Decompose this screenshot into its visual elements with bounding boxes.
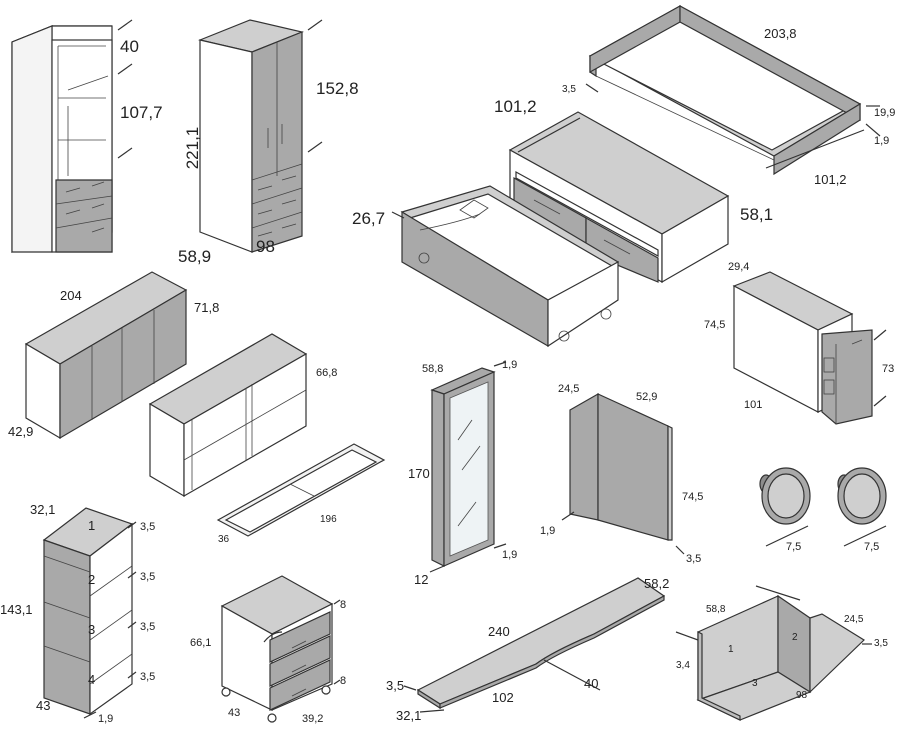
bed-height-dim: 19,9 xyxy=(874,107,895,119)
shelf-label-1: 1 xyxy=(88,518,95,533)
frame-depth-dim: 36 xyxy=(218,534,230,545)
chest-top-dim: 29,4 xyxy=(728,261,749,273)
tray-lip-dim: 3,5 xyxy=(874,638,888,649)
tray-compartment-2: 2 xyxy=(792,632,798,643)
knob-right-dim: 7,5 xyxy=(864,541,879,553)
bed-frame: 203,8 3,5 19,9 1,9 101,2 xyxy=(562,4,895,187)
bookcase-base-dim: 1,9 xyxy=(98,713,113,725)
panel-side-dim: 24,5 xyxy=(558,383,579,395)
trundle-bed: 101,2 58,1 26,7 xyxy=(352,97,773,348)
shelf-frame: 36 196 xyxy=(216,443,386,545)
bed-thickness-dim: 1,9 xyxy=(874,135,889,147)
shelf-height-dim: 66,8 xyxy=(316,367,337,379)
drawer-width-dim: 39,2 xyxy=(302,713,323,725)
desk-top: 240 58,2 102 40 3,5 32,1 xyxy=(386,576,669,723)
tray-compartment-3: 3 xyxy=(752,678,758,689)
drawer-top-dim: 8 xyxy=(340,599,346,611)
sideboard-depth-dim: 42,9 xyxy=(8,424,33,439)
panel-thickness-dim: 1,9 xyxy=(540,525,555,537)
wardrobe-depth-dim: 58,9 xyxy=(178,247,211,266)
knob-left-dim: 7,5 xyxy=(786,541,801,553)
panel-leg-dim: 3,5 xyxy=(686,553,701,565)
tray-height-dim: 3,4 xyxy=(676,660,690,671)
wardrobe-height-dim: 221,1 xyxy=(183,127,202,170)
wardrobe-open-middle-dim: 107,7 xyxy=(120,103,163,122)
open-shelf: 66,8 xyxy=(148,333,337,498)
trundle-height-dim: 26,7 xyxy=(352,209,385,228)
panel-front-dim: 52,9 xyxy=(636,391,657,403)
sideboard-height-dim: 71,8 xyxy=(194,300,219,315)
bookcase-height-dim: 143,1 xyxy=(0,602,33,617)
mirror: 58,8 1,9 170 12 1,9 xyxy=(408,359,517,587)
knobs: 7,5 7,5 xyxy=(759,467,887,553)
tray-side-dim: 24,5 xyxy=(844,614,864,625)
desktop-return-dim: 102 xyxy=(492,690,514,705)
tray-compartment-1: 1 xyxy=(728,644,734,655)
shelf-gap-1: 3,5 xyxy=(140,521,155,533)
bookcase: 1 2 3 4 32,1 143,1 43 3,5 3,5 3,5 3,5 1,… xyxy=(0,502,155,725)
panel-height-dim: 74,5 xyxy=(682,491,703,503)
shelf-label-3: 3 xyxy=(88,622,95,637)
desktop-width-dim: 58,2 xyxy=(644,576,669,591)
trundle-depth-dim: 58,1 xyxy=(740,205,773,224)
bed-edge-dim: 3,5 xyxy=(562,84,576,95)
shelf-label-4: 4 xyxy=(88,672,95,687)
sideboard: 204 71,8 42,9 xyxy=(8,271,219,440)
desktop-end-dim: 32,1 xyxy=(396,708,421,723)
corner-panel: 24,5 52,9 74,5 1,9 3,5 xyxy=(540,383,703,565)
desktop-length-dim: 240 xyxy=(488,624,510,639)
chest-width-dim: 101 xyxy=(744,399,762,411)
shelf-gap-4: 3,5 xyxy=(140,671,155,683)
bookcase-depth-dim: 43 xyxy=(36,698,50,713)
shelf-label-2: 2 xyxy=(88,572,95,587)
mirror-frame-bottom-dim: 1,9 xyxy=(502,549,517,561)
frame-length-dim: 196 xyxy=(320,514,337,525)
drawer-height-dim: 66,1 xyxy=(190,637,211,649)
tray-depth-dim: 98 xyxy=(796,690,808,701)
drawer-depth-dim: 43 xyxy=(228,707,240,719)
wardrobe-upper-dim: 152,8 xyxy=(316,79,359,98)
mirror-depth-dim: 12 xyxy=(414,572,428,587)
bed-length-dim: 203,8 xyxy=(764,26,797,41)
mirror-frame-top-dim: 1,9 xyxy=(502,359,517,371)
shelf-gap-2: 3,5 xyxy=(140,571,155,583)
open-wardrobe: 40 107,7 xyxy=(11,19,163,253)
drawer-base-dim: 8 xyxy=(340,675,346,687)
chest-depth-dim: 74,5 xyxy=(704,319,725,331)
closed-wardrobe: 152,8 221,1 58,9 98 xyxy=(178,19,359,266)
desktop-depth-dim: 40 xyxy=(584,676,598,691)
desktop-thickness-dim: 3,5 xyxy=(386,678,404,693)
mirror-height-dim: 170 xyxy=(408,466,430,481)
sideboard-width-dim: 204 xyxy=(60,288,82,303)
trundle-width-dim: 101,2 xyxy=(494,97,537,116)
drawer-unit: 8 66,1 8 43 39,2 xyxy=(190,575,346,725)
mirror-width-dim: 58,8 xyxy=(422,363,443,375)
chest-height-dim: 73 xyxy=(882,363,894,375)
desk-chest: 29,4 74,5 101 73 xyxy=(704,261,894,425)
wardrobe-open-top-dim: 40 xyxy=(120,37,139,56)
tray-width-dim: 58,8 xyxy=(706,604,726,615)
wardrobe-width-dim: 98 xyxy=(256,237,275,256)
shelf-gap-3: 3,5 xyxy=(140,621,155,633)
bed-width-dim: 101,2 xyxy=(814,172,847,187)
tray-unit: 58,8 24,5 3,4 98 3,5 1 2 3 xyxy=(675,585,888,721)
bookcase-width-dim: 32,1 xyxy=(30,502,55,517)
